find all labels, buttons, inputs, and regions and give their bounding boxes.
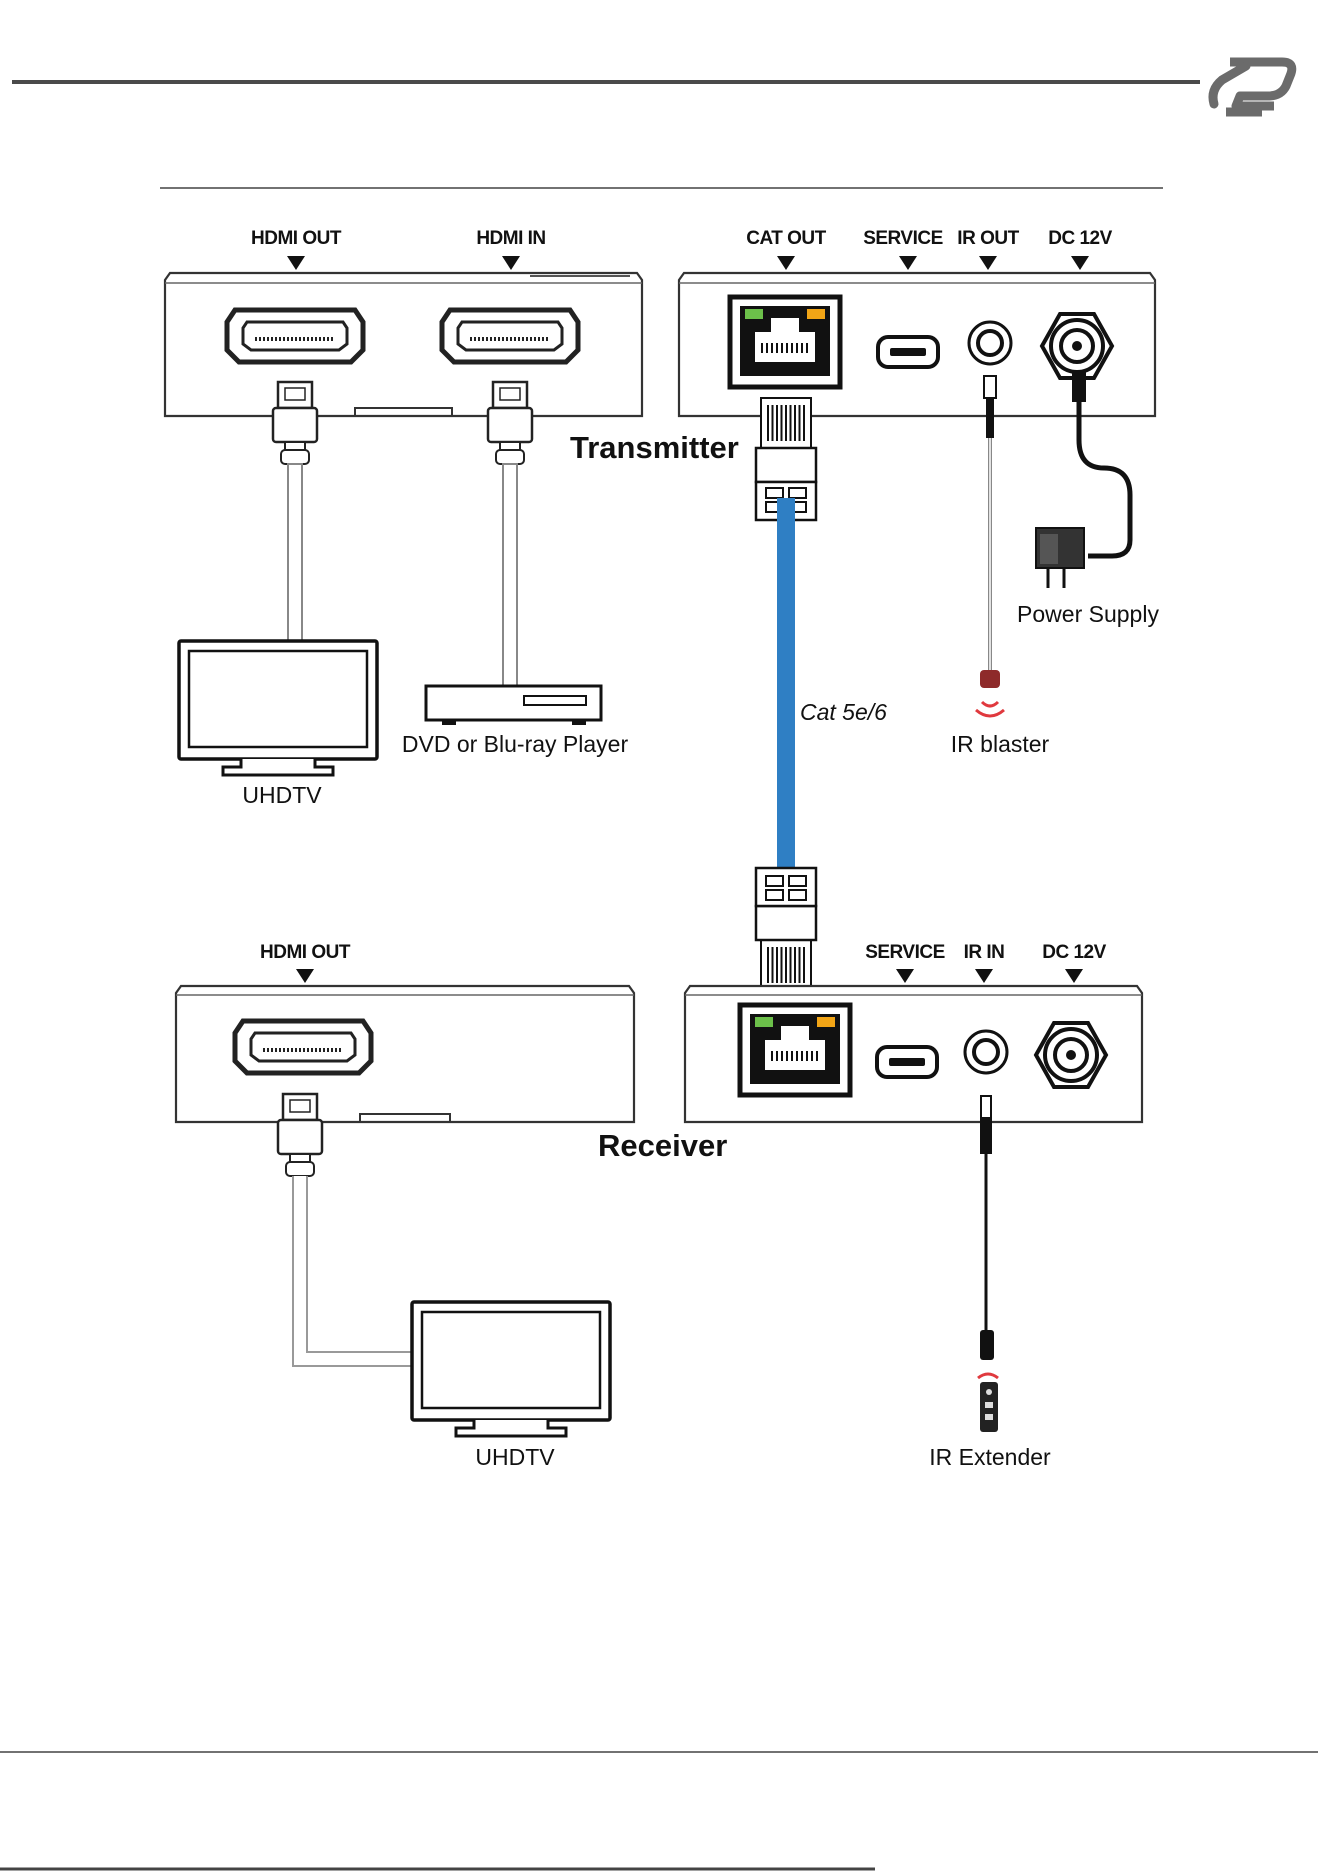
player-label: DVD or Blu-ray Player — [402, 731, 629, 757]
rx-dc12v-port — [1036, 1023, 1106, 1087]
tv-icon — [179, 641, 377, 775]
tx-ir-out-label: IR OUT — [957, 228, 1019, 249]
arrow-down-icon — [777, 256, 795, 270]
tx-dc12v-port — [1042, 314, 1112, 378]
rx-ir-in-label: IR IN — [964, 942, 1005, 963]
transmitter-label: Transmitter — [570, 430, 739, 465]
arrow-down-icon — [979, 256, 997, 270]
arrow-down-icon — [502, 256, 520, 270]
rx-service-label: SERVICE — [865, 942, 945, 963]
ir-blaster-label: IR blaster — [951, 731, 1050, 757]
tx-hdmi-in-port — [442, 310, 578, 362]
tx-tv-label: UHDTV — [242, 782, 322, 808]
rx-ir-in-port — [965, 1031, 1007, 1073]
tx-service-port — [878, 337, 938, 367]
tx-hdmi-in-label: HDMI IN — [476, 228, 545, 249]
tx-hdmi-out-label: HDMI OUT — [251, 228, 342, 249]
rx-service-port — [877, 1047, 937, 1077]
player-icon — [426, 686, 601, 725]
rx-hdmi-cable — [278, 1094, 414, 1366]
power-supply-label: Power Supply — [1017, 601, 1159, 627]
tx-cat-out-port — [730, 297, 840, 387]
rx-hdmi-out-port — [235, 1021, 371, 1073]
rx-hdmi-out-label: HDMI OUT — [260, 942, 351, 963]
arrow-down-icon — [899, 256, 917, 270]
transmitter-hdmi-side — [165, 273, 642, 416]
footer-rule — [0, 1752, 1318, 1869]
tx-ir-out-port — [969, 322, 1011, 364]
logo-icon — [1213, 62, 1292, 112]
arrow-down-icon — [296, 969, 314, 983]
arrow-down-icon — [975, 969, 993, 983]
tx-cat-out-label: CAT OUT — [746, 228, 826, 249]
rx-dc12v-label: DC 12V — [1042, 942, 1106, 963]
rx-tv-label: UHDTV — [475, 1444, 555, 1470]
receiver-port-side — [685, 986, 1142, 1122]
cable-label: Cat 5e/6 — [800, 699, 887, 725]
arrow-down-icon — [896, 969, 914, 983]
tx-service-label: SERVICE — [863, 228, 943, 249]
ir-extender-label: IR Extender — [929, 1444, 1051, 1470]
cat-cable — [756, 398, 816, 990]
rj45-plug-icon — [756, 868, 816, 990]
tx-hdmi-out-port — [227, 310, 363, 362]
receiver-hdmi-side — [176, 986, 634, 1122]
ir-extender-cable — [978, 1096, 998, 1432]
arrow-down-icon — [287, 256, 305, 270]
arrow-down-icon — [1071, 256, 1089, 270]
rx-cat-in-port — [740, 1005, 850, 1095]
tx-dc12v-label: DC 12V — [1048, 228, 1112, 249]
receiver-label: Receiver — [598, 1128, 727, 1163]
ir-blaster-cable — [976, 376, 1004, 716]
tv-icon — [412, 1302, 610, 1436]
arrow-down-icon — [1065, 969, 1083, 983]
